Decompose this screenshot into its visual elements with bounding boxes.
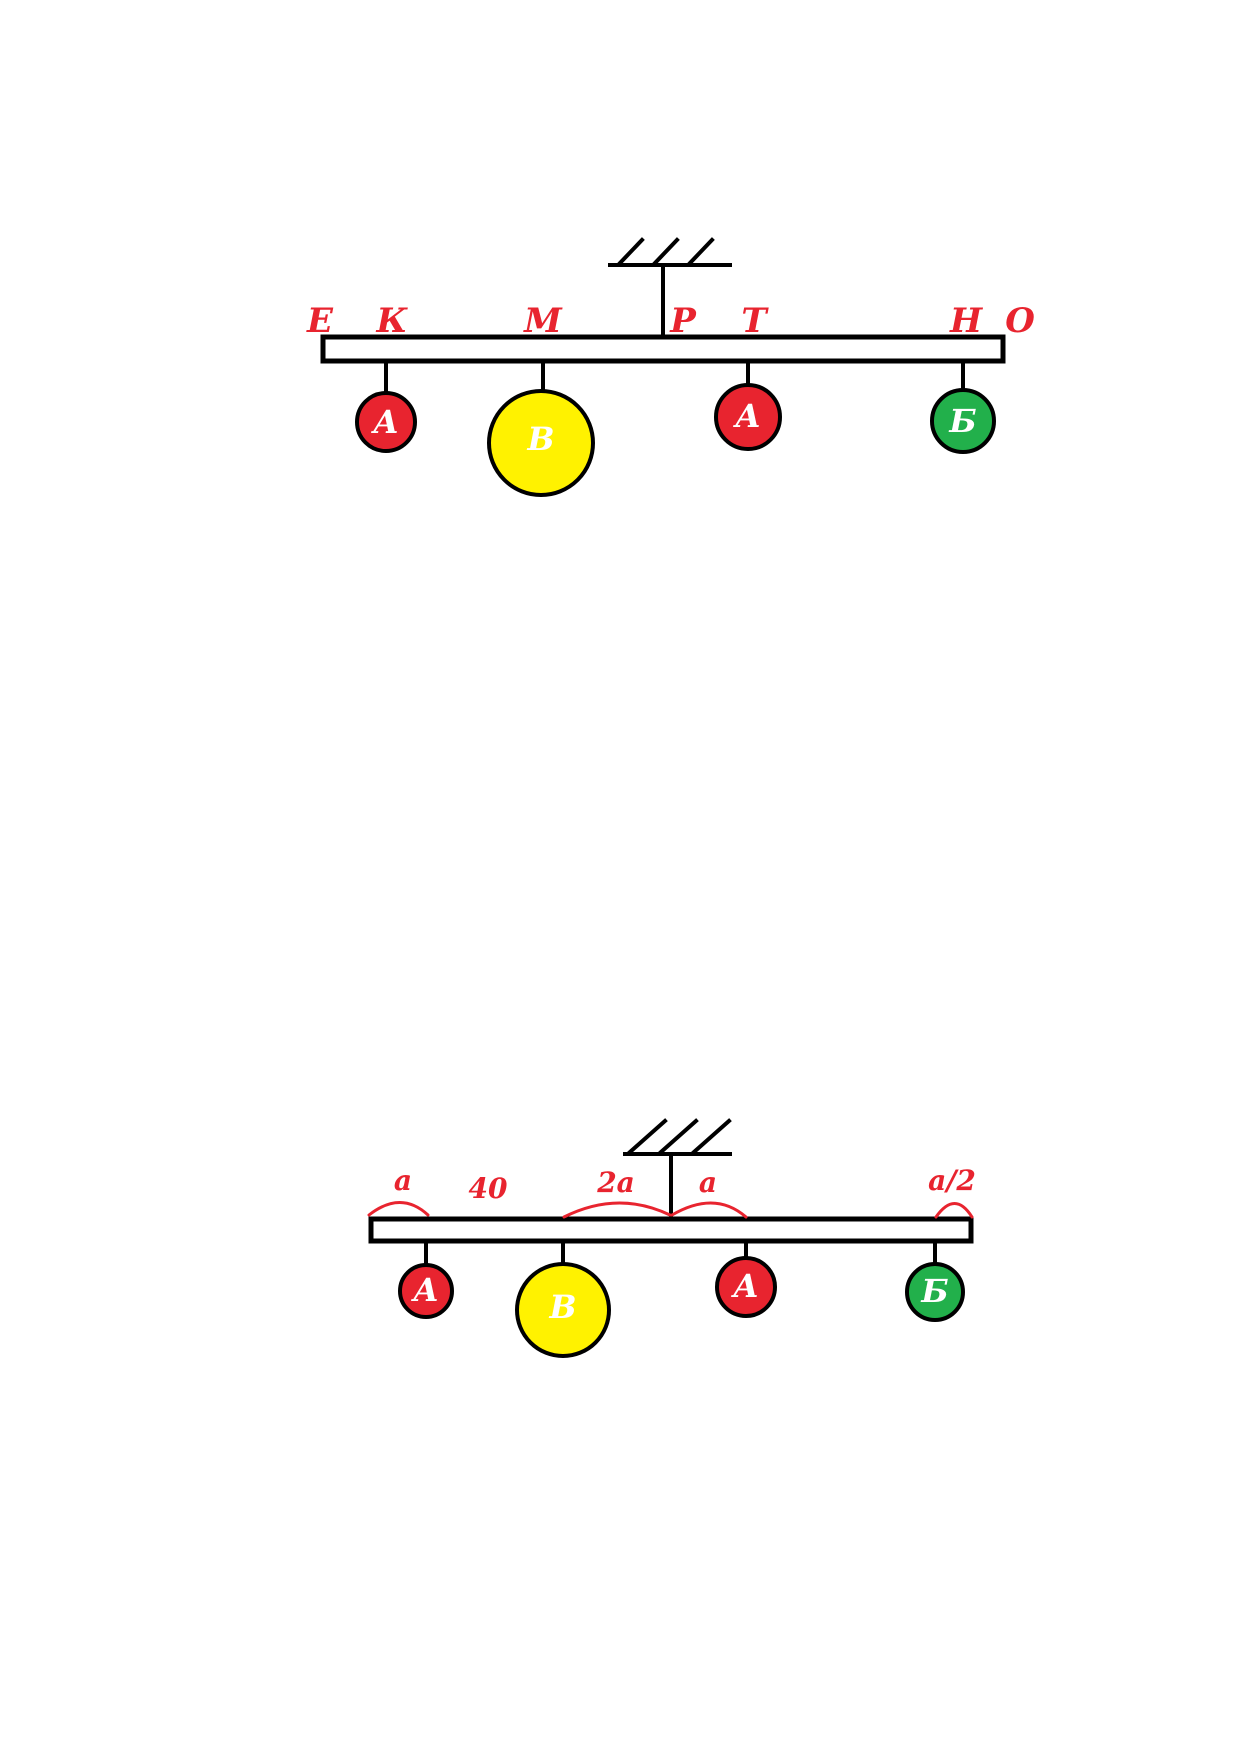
weight-ball xyxy=(715,1256,777,1318)
weight-label: Б xyxy=(920,1272,948,1310)
point-label-e: Е xyxy=(306,301,334,341)
weight-a-left: А xyxy=(355,359,417,453)
point-label-t: Т xyxy=(741,301,769,341)
segment-brace xyxy=(934,1202,974,1219)
segment-label-a-half: a/2 xyxy=(928,1164,976,1197)
bottom-diagram: a 40 2a a a/2 А В А Б xyxy=(367,1118,976,1358)
point-label-n: Н xyxy=(949,301,984,341)
weight-label: А xyxy=(733,397,761,435)
weight-label: В xyxy=(526,420,554,458)
weight-v: В xyxy=(487,359,595,497)
point-label-o: О xyxy=(1005,301,1035,341)
segment-label-a-right: a xyxy=(699,1166,717,1199)
weight-ball xyxy=(905,1262,965,1322)
segment-brace xyxy=(670,1201,748,1219)
segment-brace xyxy=(367,1201,430,1217)
lever-bar xyxy=(368,1216,974,1244)
weight-ball xyxy=(355,391,417,453)
weight-b: Б xyxy=(905,1239,965,1322)
weight-ball xyxy=(930,388,996,454)
weight-label: Б xyxy=(948,402,976,440)
lever-bar xyxy=(320,334,1006,364)
hatch-mark xyxy=(617,237,645,266)
weight-a-right: А xyxy=(715,1239,777,1318)
point-label-k: К xyxy=(376,301,409,341)
hatch-mark xyxy=(627,1118,668,1155)
ceiling-support xyxy=(608,237,732,339)
weight-v: В xyxy=(515,1239,611,1358)
top-diagram: Е К М Р Т Н О А В А Б xyxy=(306,237,1035,497)
weight-b: Б xyxy=(930,359,996,454)
hatch-mark xyxy=(652,237,680,266)
hatch-mark xyxy=(658,1118,699,1155)
ceiling-support xyxy=(623,1118,732,1221)
weight-label: А xyxy=(731,1267,759,1305)
point-label-r: Р xyxy=(669,301,697,341)
weight-a-right: А xyxy=(714,359,782,451)
segment-label-40: 40 xyxy=(469,1172,508,1205)
weight-ball xyxy=(515,1262,611,1358)
weight-ball xyxy=(714,383,782,451)
weight-ball xyxy=(487,389,595,497)
segment-label-a: a xyxy=(394,1164,412,1197)
segment-label-2a: 2a xyxy=(596,1166,635,1199)
hatch-mark xyxy=(691,1118,732,1155)
weight-ball xyxy=(398,1263,454,1319)
weight-label: В xyxy=(548,1288,576,1326)
segment-brace xyxy=(562,1201,672,1219)
weight-label: А xyxy=(371,403,399,441)
weight-label: А xyxy=(411,1271,439,1309)
weight-a-left: А xyxy=(398,1239,454,1319)
hatch-mark xyxy=(687,237,715,266)
point-label-m: М xyxy=(523,301,563,341)
